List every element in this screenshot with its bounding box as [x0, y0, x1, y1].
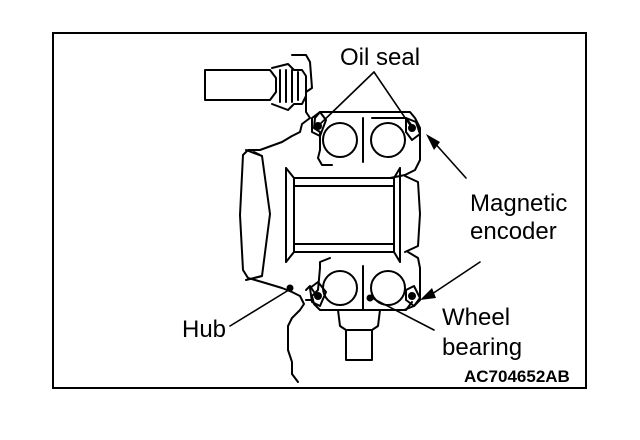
oil-seals	[286, 122, 416, 302]
hub-label: Hub	[182, 316, 227, 343]
hub-bore	[285, 167, 401, 263]
leader-arrowheads	[420, 134, 440, 300]
diagram-frame	[52, 32, 587, 389]
oil-seal-label: Oil seal	[340, 44, 421, 71]
bearing-balls	[322, 117, 413, 311]
bearing-ball-bottom-right	[370, 270, 406, 306]
wheel-bearing-label-line2: bearing	[442, 334, 523, 361]
bearing-ball-bottom-left	[322, 270, 358, 306]
bearing-ball-top-left	[322, 122, 358, 158]
bearing-ball-top-right	[370, 122, 406, 158]
magnetic-encoder-leader-top	[431, 139, 467, 179]
wheel-bearing-leader	[371, 297, 435, 331]
hub-leader	[229, 287, 293, 327]
magnetic-encoder-label-line1: Magnetic	[470, 190, 568, 217]
leader-lines	[229, 71, 481, 331]
oil-seal-leader-left	[317, 71, 375, 127]
wheel-bearing-label-line1: Wheel	[442, 304, 511, 331]
oil-seal-leader-right	[373, 71, 413, 129]
bearing-housing	[305, 111, 421, 361]
magnetic-encoder-leader-bottom	[425, 261, 481, 299]
wheel-stud	[204, 63, 307, 111]
reference-code: AC704652AB	[464, 367, 570, 386]
hub-body	[239, 54, 313, 383]
magnetic-encoder-label-line2: encoder	[470, 218, 557, 245]
